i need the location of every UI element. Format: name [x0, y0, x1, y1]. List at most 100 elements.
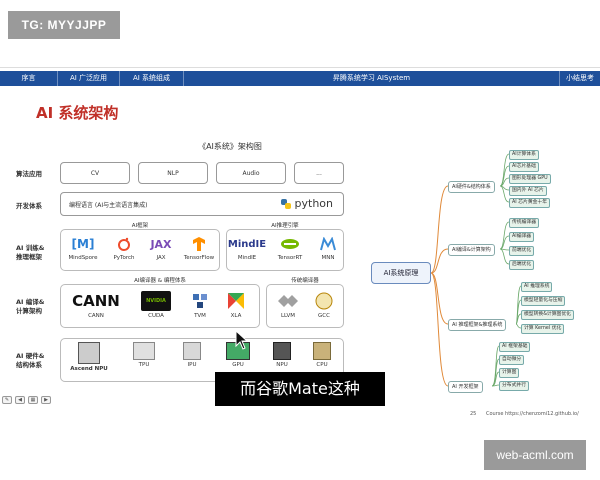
- branch-compile: AI编译&计算架构: [448, 244, 495, 256]
- tab-summary[interactable]: 小结思考: [566, 74, 594, 82]
- video-subtitle: 而谷歌Mate这种: [215, 372, 385, 406]
- app-audio: Audio: [216, 162, 286, 184]
- leaf: 计算 Kernel 优化: [521, 324, 565, 334]
- pen-icon[interactable]: ✎: [2, 396, 12, 404]
- python-icon: [280, 198, 291, 209]
- leaf: 传统编译器: [509, 218, 539, 228]
- logo-tensorrt: TensorRT: [270, 235, 310, 261]
- llvm-icon: [277, 291, 299, 311]
- xla-icon: [226, 291, 246, 311]
- branch-dev-framework: AI 开发框架: [448, 381, 483, 393]
- row-label-framework: AI 训练&推理框架: [16, 244, 45, 261]
- mindspore-icon: [M]: [71, 237, 95, 251]
- page-number: 25: [470, 411, 477, 417]
- mindmap-connectors: [430, 153, 522, 387]
- leaf: 分布式并行: [499, 381, 529, 391]
- forward-icon[interactable]: ▶: [41, 396, 51, 404]
- leaf: 模型转换&计算图优化: [521, 310, 574, 320]
- logo-gcc: GCC: [308, 291, 340, 319]
- cpu-icon: [313, 342, 331, 360]
- group-ai-compiler: [60, 284, 260, 328]
- leaf: 图形处理器 GPU: [509, 174, 551, 184]
- group-label-traditional-compiler: 传统编译器: [291, 278, 319, 284]
- mindie-icon: MindIE: [227, 238, 267, 250]
- leaf: AI 推理系统: [521, 282, 553, 292]
- tvm-icon: [190, 291, 210, 311]
- mouse-cursor-icon: [235, 330, 249, 350]
- group-ai-framework: [60, 229, 220, 271]
- slide-content: AI 系统架构 《AI系统》架构图 算法应用 CV NLP Audio ... …: [0, 86, 600, 417]
- logo-mindie: MindIE MindIE: [227, 235, 267, 262]
- row-label-app: 算法应用: [16, 170, 42, 178]
- back-icon[interactable]: ◀: [15, 396, 25, 404]
- course-url: Course https://chenzomi12.github.io/: [486, 411, 579, 417]
- hw-ascend-npu: Ascend NPU: [64, 342, 114, 372]
- watermark-bottom: web-acml.com: [484, 440, 586, 470]
- jax-icon: JAX: [150, 237, 172, 251]
- leaf: AI计算体系: [509, 150, 539, 160]
- group-label-inference-engine: AI推理引擎: [271, 223, 299, 229]
- logo-mnn: MNN: [314, 235, 342, 261]
- cann-icon: CANN: [72, 292, 120, 310]
- group-inference-engine: [226, 229, 344, 271]
- diagram-subtitle: 《AI系统》架构图: [198, 142, 262, 151]
- hw-npu: NPU: [264, 342, 300, 368]
- group-traditional-compiler: [266, 284, 344, 328]
- tensorrt-icon: [279, 235, 301, 253]
- leaf: AI芯片基础: [509, 162, 539, 172]
- video-frame[interactable]: 序言 AI 广泛应用 AI 系统组成 昇腾系统学习 AISystem 小结思考 …: [0, 67, 600, 417]
- group-label-ai-compiler: AI编译器 & 编程体系: [134, 278, 186, 284]
- watermark-top: TG: MYYJJPP: [8, 11, 120, 39]
- python-logo: python: [280, 197, 333, 210]
- leaf: AI 框架基础: [499, 342, 531, 352]
- slide-title: AI 系统架构: [36, 104, 119, 122]
- logo-pytorch: PyTorch: [106, 235, 142, 261]
- leaf: 后端优化: [509, 260, 535, 270]
- tab-ai-system-composition[interactable]: AI 系统组成: [120, 71, 184, 86]
- logo-llvm: LLVM: [272, 291, 304, 319]
- logo-tensorflow: TensorFlow: [180, 235, 218, 261]
- logo-mindspore: [M] MindSpore: [68, 237, 98, 261]
- group-hardware: [60, 338, 344, 382]
- dev-text: 编程语言 (AI与主流语言集成): [69, 201, 148, 209]
- mnn-icon: [319, 235, 337, 253]
- leaf: 模型轻量化与压缩: [521, 296, 566, 306]
- tab-course-title[interactable]: 昇腾系统学习 AISystem: [184, 71, 560, 86]
- player-controls: ✎ ◀ ▦ ▶: [2, 396, 51, 404]
- chip-icon: [78, 342, 100, 364]
- npu-icon: [273, 342, 291, 360]
- grid-icon[interactable]: ▦: [28, 396, 38, 404]
- app-nlp: NLP: [138, 162, 208, 184]
- branch-hardware: AI硬件&结构体系: [448, 181, 495, 193]
- tab-ai-applications[interactable]: AI 广泛应用: [58, 71, 120, 86]
- leaf: 国内外 AI 芯片: [509, 186, 547, 196]
- logo-tvm: TVM: [184, 291, 216, 319]
- hw-tpu: TPU: [124, 342, 164, 368]
- tab-preface[interactable]: 序言: [0, 71, 58, 86]
- hw-ipu: IPU: [172, 342, 212, 368]
- row-label-compile: AI 编译&计算架构: [16, 298, 45, 315]
- row-label-hardware: AI 硬件&结构体系: [16, 352, 45, 369]
- row-label-dev: 开发体系: [16, 202, 42, 210]
- gcc-icon: [314, 291, 334, 311]
- pytorch-icon: [115, 235, 133, 253]
- logo-xla: XLA: [220, 291, 252, 319]
- ipu-icon: [183, 342, 201, 360]
- leaf: AI 芯片黄金十年: [509, 198, 551, 208]
- dev-box: 编程语言 (AI与主流语言集成) python: [60, 192, 344, 216]
- slide-topbar: 序言 AI 广泛应用 AI 系统组成 昇腾系统学习 AISystem 小结思考: [0, 71, 600, 86]
- app-cv: CV: [60, 162, 130, 184]
- leaf: 计算图: [499, 368, 520, 378]
- tpu-icon: [133, 342, 155, 360]
- branch-inference: AI 推理框架&推理系统: [448, 319, 507, 331]
- leaf: AI编译器: [509, 232, 535, 242]
- mindmap-root: AI系统原理: [371, 262, 431, 284]
- cuda-icon: NVIDIA: [141, 291, 171, 311]
- hw-cpu: CPU: [304, 342, 340, 368]
- tensorflow-icon: [190, 235, 208, 253]
- logo-jax: JAX JAX: [144, 235, 178, 262]
- leaf: 前端优化: [509, 246, 535, 256]
- logo-cuda: NVIDIA CUDA: [134, 291, 178, 319]
- app-more: ...: [294, 162, 344, 184]
- leaf: 自动微分: [499, 355, 525, 365]
